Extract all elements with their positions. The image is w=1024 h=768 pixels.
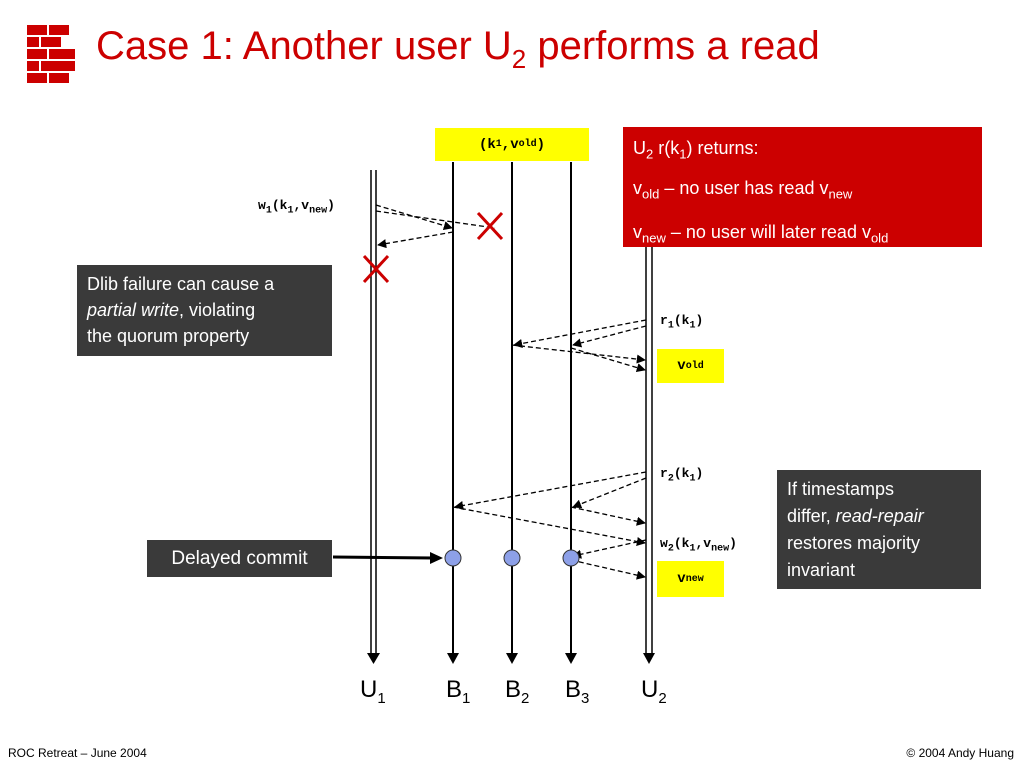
- axis-label-b2: B2: [505, 676, 530, 707]
- returns-line-3: vnew – no user will later read vold: [633, 222, 889, 246]
- failure-x-icon: [362, 254, 390, 284]
- dlib-line-1: Dlib failure can cause a: [87, 274, 275, 294]
- timeline-u1: [367, 170, 380, 664]
- write-messages-w1: [375, 204, 496, 249]
- dlib-failure-box: Dlib failure can cause a partial write, …: [77, 265, 332, 356]
- read-repair-box: If timestamps differ, read-repair restor…: [777, 470, 981, 589]
- brick-logo-icon: [22, 22, 80, 88]
- commit-dot-b3: [562, 549, 580, 567]
- axis-label-b3: B3: [565, 676, 590, 707]
- slide-title: Case 1: Another user U2 performs a read: [96, 24, 820, 74]
- axis-label-u2: U2: [641, 676, 667, 707]
- failure-x-icon: [476, 211, 504, 241]
- timeline-u2: [643, 245, 655, 664]
- timeline-b2: [506, 162, 518, 664]
- repair-line-2: differ, read-repair: [787, 506, 924, 526]
- footer-left: ROC Retreat – June 2004: [8, 746, 147, 760]
- returns-box: U2 r(k1) returns: vold – no user has rea…: [623, 127, 982, 247]
- r2-label: r2(k1): [660, 466, 704, 485]
- delayed-commit-box: Delayed commit: [147, 540, 332, 577]
- timeline-b1: [447, 162, 459, 664]
- dlib-line-2: partial write, violating: [87, 300, 256, 320]
- write-messages-w2: [570, 539, 647, 580]
- timeline-b3: [565, 162, 577, 664]
- w2-label: w2(k1,vnew): [660, 536, 737, 555]
- commit-dot-b1: [444, 549, 462, 567]
- returns-line-1: U2 r(k1) returns:: [633, 138, 759, 162]
- r1-label: r1(k1): [660, 313, 704, 332]
- read-messages-r1: [511, 319, 647, 373]
- axis-label-b1: B1: [446, 676, 471, 707]
- repair-line-4: invariant: [787, 560, 856, 580]
- axis-label-u1: U1: [360, 676, 386, 707]
- repair-line-1: If timestamps: [787, 479, 895, 499]
- commit-dot-b2: [503, 549, 521, 567]
- dlib-line-3: the quorum property: [87, 326, 250, 346]
- read-messages-r2: [452, 471, 647, 546]
- repair-line-3: restores majority: [787, 533, 921, 553]
- w1-label: w1(k1,vnew): [258, 198, 335, 217]
- delayed-commit-arrow: [332, 552, 443, 564]
- returns-line-2: vold – no user has read vnew: [633, 177, 853, 202]
- footer-right: © 2004 Andy Huang: [906, 746, 1014, 760]
